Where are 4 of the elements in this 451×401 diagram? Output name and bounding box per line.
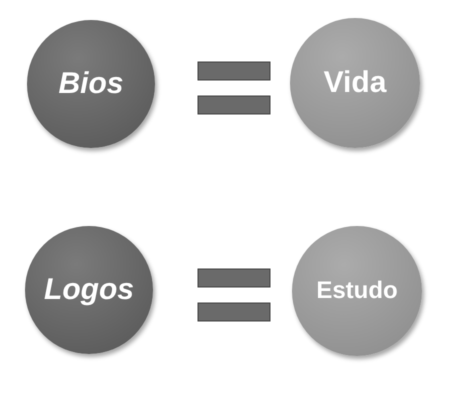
node-text: Bios [58, 67, 124, 101]
node-text: Logos [44, 273, 134, 307]
node-text: Vida [324, 66, 386, 100]
node-text: Estudo [316, 277, 398, 305]
